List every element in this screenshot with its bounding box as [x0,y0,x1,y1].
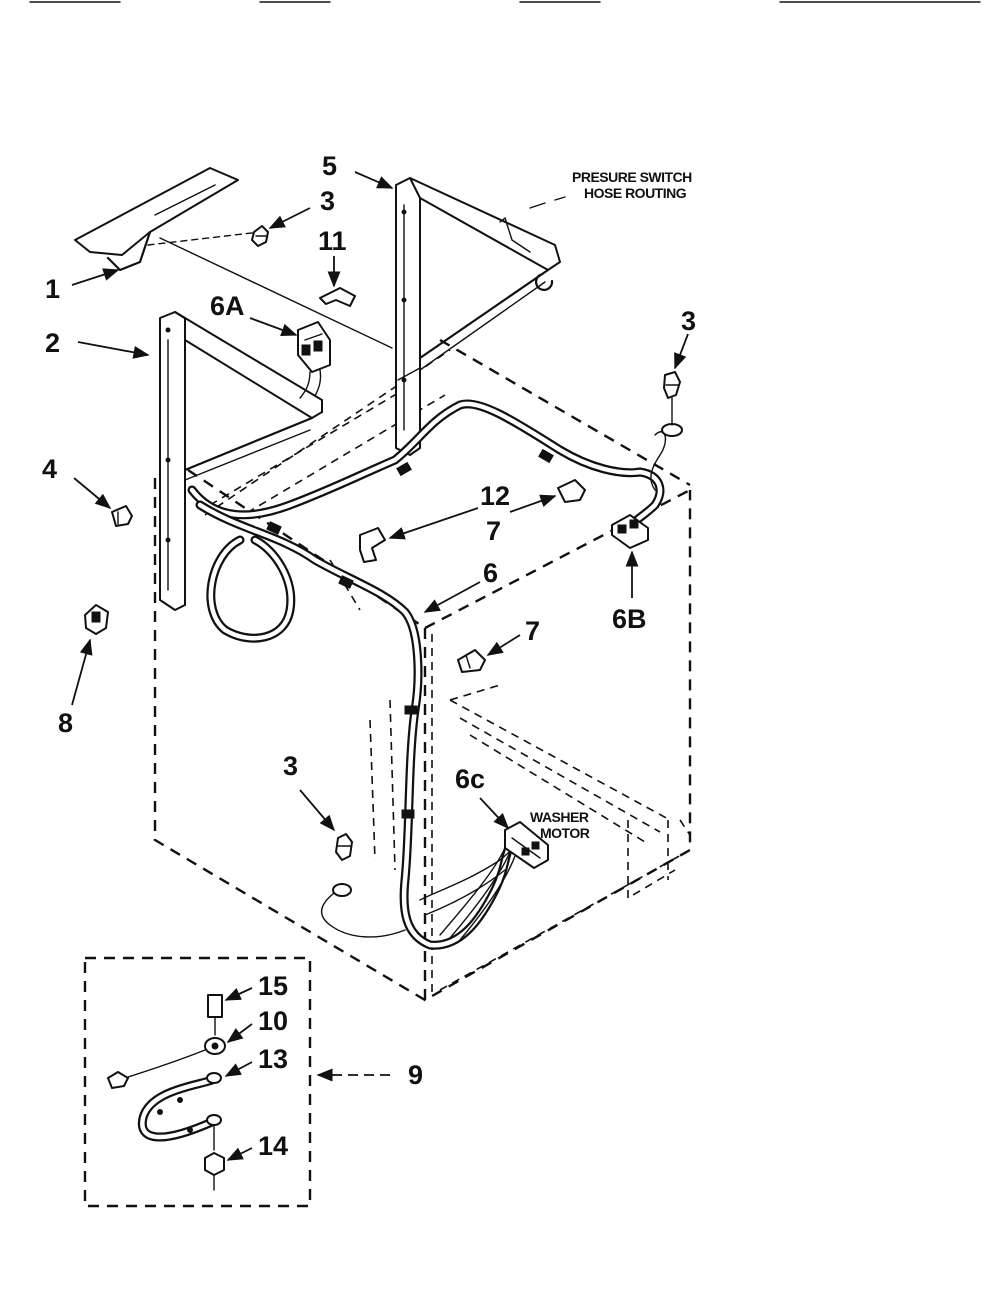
callout-6a: 6A [210,291,245,321]
note-washer-motor-line2: MOTOR [540,825,590,841]
callout-11: 11 [318,226,347,256]
part-8-clip [84,604,109,635]
callout-8: 8 [58,708,73,738]
callout-arrows [71,171,689,1161]
part-2-left-frame [159,310,324,611]
callout-6: 6 [483,558,498,588]
note-pressure-switch-line1: PRESURE SWITCH [572,169,692,185]
part-6a-connector [297,321,331,399]
callout-4: 4 [42,454,57,484]
part-11-clip [319,287,356,307]
part-3-screw-right [661,371,683,437]
part-9-inset-box [83,956,312,1208]
callout-3-right: 3 [681,306,696,336]
part-15-bolt [207,994,223,1036]
part-4-screw [111,505,133,527]
part-5-right-frame [395,177,561,456]
callout-14: 14 [258,1131,288,1161]
part-3-screw-lower [332,833,353,897]
callout-6c: 6c [455,764,485,794]
callout-1: 1 [45,274,60,304]
part-10-ring-terminal [204,1037,226,1055]
callout-9: 9 [408,1060,423,1090]
callout-3-lower: 3 [283,751,298,781]
part-7-clip-upper [557,479,586,503]
part-6c-connector [439,821,549,941]
part-14-nut [204,1152,225,1191]
callout-5: 5 [322,151,337,181]
part-3-screw-top [251,225,269,247]
callout-6b: 6B [612,604,647,634]
callout-2: 2 [45,328,60,358]
callout-10: 10 [258,1006,288,1036]
callout-15: 15 [258,971,288,1001]
part-1-top-rail [74,167,393,349]
part-6b-connector [611,514,649,549]
part-12-clip [359,527,386,563]
note-washer-motor-line1: WASHER [530,809,589,825]
callout-12: 12 [480,481,510,511]
callout-13: 13 [258,1044,288,1074]
callout-7-upper: 7 [486,516,501,546]
part-13-ground-strap [137,1072,222,1151]
part-7-clip-lower [457,649,486,673]
part-6-wire-harness [187,399,667,950]
callout-7-lower: 7 [525,616,540,646]
callout-3-top: 3 [320,186,335,216]
note-pressure-switch-line2: HOSE ROUTING [584,185,687,201]
